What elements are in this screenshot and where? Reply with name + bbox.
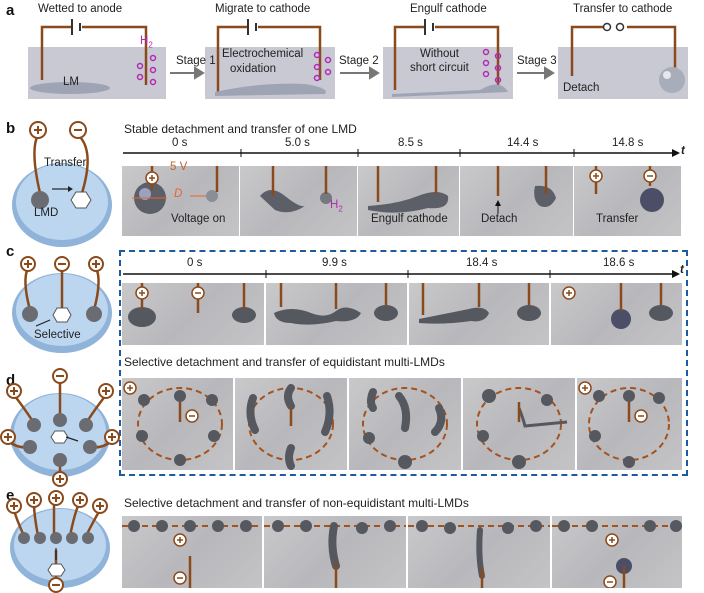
detach-label: Detach — [481, 213, 518, 225]
arrow-label-stage3: Stage 3 — [517, 55, 557, 67]
time-b-4: 14.8 s — [612, 137, 644, 149]
note-short-circuit: short circuit — [410, 62, 469, 74]
photo-b-4 — [574, 166, 681, 236]
time-b-0: 0 s — [172, 137, 188, 149]
panel-a-drawing — [30, 19, 685, 97]
panel-label-b: b — [6, 120, 16, 137]
photo-c-3 — [551, 283, 682, 345]
voltage-label: 5 V — [170, 161, 188, 173]
h2-label-a: H2 — [140, 35, 153, 50]
stage-title-1: Wetted to anode — [38, 3, 123, 15]
time-c-2: 18.4 s — [466, 257, 498, 269]
photo-d-3 — [463, 378, 575, 470]
schematic-c — [12, 256, 112, 353]
panel-label-a: a — [6, 2, 15, 19]
schematic-b-lmd: LMD — [34, 207, 59, 219]
time-c-1: 9.9 s — [322, 257, 347, 269]
note-oxidation: oxidation — [230, 63, 277, 75]
photo-c-2 — [409, 283, 549, 345]
stage-title-4: Transfer to cathode — [573, 3, 673, 15]
h2-label-b: H2 — [330, 199, 343, 214]
time-c-0: 0 s — [187, 257, 203, 269]
time-axis-c — [123, 270, 680, 278]
photo-b-2 — [358, 166, 459, 236]
photo-b-3 — [460, 166, 573, 236]
photo-e-3 — [552, 516, 682, 588]
t-axis-c: t — [680, 264, 684, 276]
t-axis-b: t — [681, 145, 685, 157]
title-e: Selective detachment and transfer of non… — [124, 496, 469, 510]
schematic-d — [0, 368, 120, 487]
title-d: Selective detachment and transfer of equ… — [124, 355, 445, 369]
time-c-3: 18.6 s — [603, 257, 635, 269]
arrow-label-stage2: Stage 2 — [339, 55, 379, 67]
note-detach: Detach — [563, 82, 600, 94]
time-axis-b — [123, 149, 680, 157]
schematic-c-selective: Selective — [34, 329, 81, 341]
photo-c-1 — [266, 283, 407, 345]
schematic-b-transfer: Transfer — [44, 157, 87, 169]
note-without: Without — [420, 48, 459, 60]
photo-b-1 — [240, 166, 357, 236]
time-b-3: 14.4 s — [507, 137, 539, 149]
panel-label-d: d — [6, 372, 16, 389]
photo-d-4 — [577, 378, 682, 470]
title-b: Stable detachment and transfer of one LM… — [124, 122, 357, 136]
photo-e-1 — [264, 516, 406, 588]
panel-label-c: c — [6, 243, 15, 260]
photo-c-0 — [122, 283, 264, 345]
diameter-label: D — [174, 188, 183, 200]
lm-label: LM — [63, 76, 79, 88]
stage-title-3: Engulf cathode — [410, 3, 487, 15]
note-electrochemical: Electrochemical — [222, 48, 304, 60]
schematic-b — [12, 121, 112, 247]
photo-e-2 — [408, 516, 550, 588]
dashed-box-cd — [119, 250, 688, 476]
schematic-e — [6, 490, 110, 593]
photo-d-2 — [349, 378, 461, 470]
time-b-1: 5.0 s — [285, 137, 310, 149]
panel-label-e: e — [6, 487, 15, 504]
arrow-label-stage1: Stage 1 — [176, 55, 216, 67]
engulf-label: Engulf cathode — [371, 213, 448, 225]
photo-e-0 — [122, 516, 262, 588]
stage-title-2: Migrate to cathode — [215, 3, 311, 15]
photo-b-0 — [122, 166, 239, 236]
photo-d-1 — [235, 378, 347, 470]
transfer-label: Transfer — [596, 213, 639, 225]
photo-d-0 — [122, 378, 233, 470]
voltage-on-label: Voltage on — [171, 213, 226, 225]
time-b-2: 8.5 s — [398, 137, 423, 149]
